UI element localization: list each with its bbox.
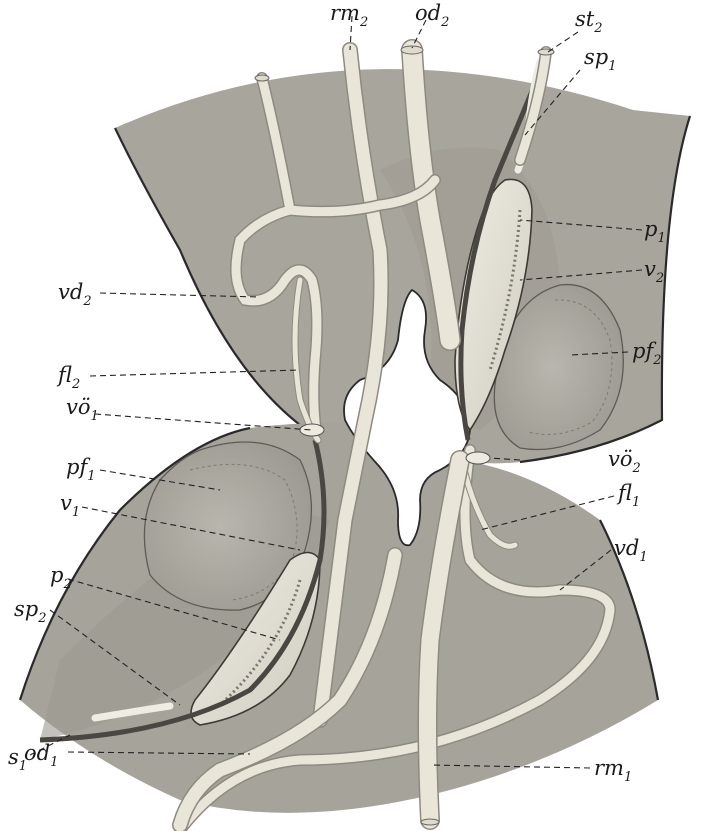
label-vo2: vö2 [608, 447, 641, 476]
label-od2: od2 [415, 1, 449, 30]
label-od1: od1 [24, 741, 58, 770]
vo1-opening [300, 424, 324, 436]
vd2-duct-opening [255, 75, 269, 81]
label-rm2: rm2 [330, 1, 368, 30]
label-pf1: pf1 [66, 455, 96, 484]
label-vd2: vd2 [58, 280, 92, 309]
vo2-opening [466, 452, 490, 464]
label-sp2: sp2 [14, 597, 47, 626]
label-rm1: rm1 [594, 756, 632, 785]
label-p2: p2 [50, 563, 72, 592]
label-sp1: sp1 [584, 45, 617, 74]
rm1-duct-opening [421, 819, 439, 825]
label-fl1: fl1 [616, 481, 640, 510]
label-v1: v1 [60, 491, 80, 520]
label-fl2: fl2 [56, 363, 80, 392]
label-st2: st2 [575, 7, 603, 36]
label-vo1: vö1 [66, 395, 99, 424]
